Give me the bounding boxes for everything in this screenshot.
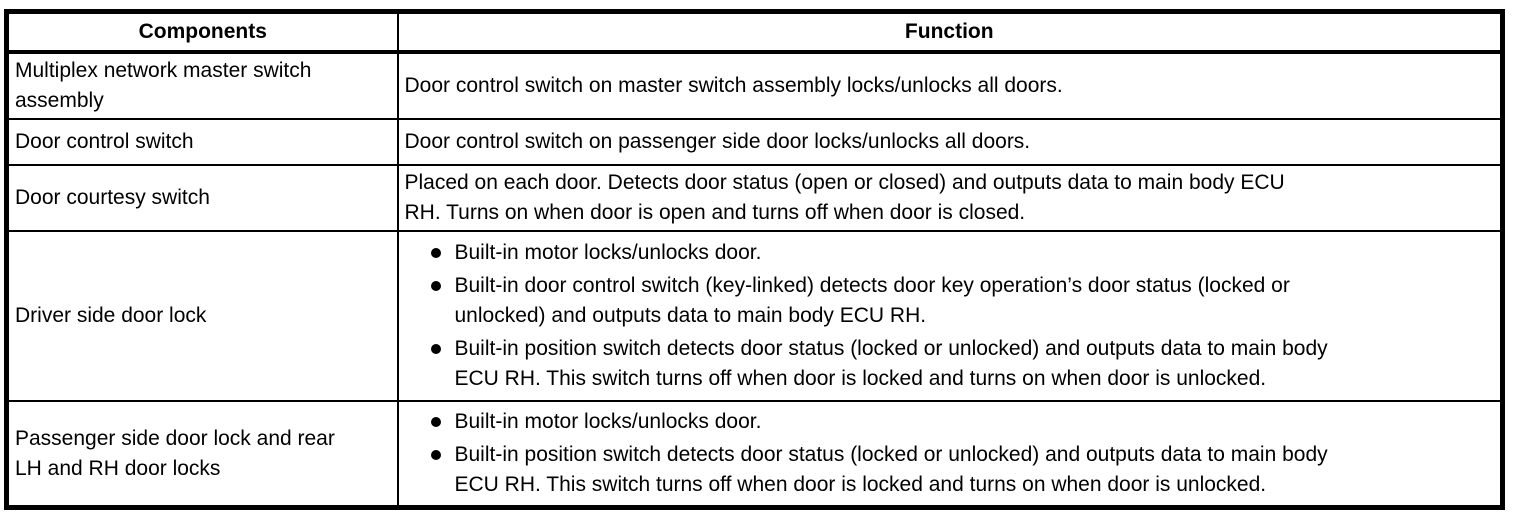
bullet-icon: [430, 281, 441, 291]
bullet-item: Built-in position switch detects door st…: [405, 440, 1495, 500]
component-cell: Door control switch: [5, 118, 399, 166]
bullet-text: Built-in position switch detects door st…: [454, 337, 1328, 390]
function-column-header: Function: [396, 10, 1504, 54]
bullet-icon: [430, 417, 441, 427]
bullet-icon: [430, 344, 441, 354]
component-cell: Passenger side door lock and rear LH and…: [5, 400, 399, 509]
bullet-text: Built-in motor locks/unlocks door.: [454, 410, 762, 433]
function-cell: Placed on each door. Detects door status…: [396, 164, 1504, 232]
bullet-item: Built-in motor locks/unlocks door.: [405, 407, 1495, 437]
table-row: Door courtesy switch Placed on each door…: [5, 164, 1504, 232]
function-cell: Door control switch on passenger side do…: [396, 118, 1504, 166]
component-cell: Driver side door lock: [5, 230, 399, 402]
table-row: Door control switch Door control switch …: [5, 118, 1504, 166]
component-cell: Door courtesy switch: [5, 164, 399, 232]
bullet-text: Built-in motor locks/unlocks door.: [454, 241, 762, 264]
components-function-table: Components Function Multiplex network ma…: [4, 9, 1505, 510]
table-row: Multiplex network master switch assembly…: [5, 51, 1504, 120]
function-bullet-list: Built-in motor locks/unlocks door. Built…: [405, 238, 1495, 394]
bullet-icon: [430, 248, 441, 258]
table-row: Passenger side door lock and rear LH and…: [5, 400, 1504, 509]
component-cell: Multiplex network master switch assembly: [5, 51, 399, 120]
table-row: Driver side door lock Built-in motor loc…: [5, 230, 1504, 402]
bullet-item: Built-in door control switch (key-linked…: [405, 271, 1495, 331]
function-cell: Built-in motor locks/unlocks door. Built…: [396, 400, 1504, 509]
bullet-text: Built-in door control switch (key-linked…: [454, 274, 1290, 327]
components-column-header: Components: [5, 10, 399, 54]
table-header-row: Components Function: [5, 10, 1504, 54]
bullet-item: Built-in motor locks/unlocks door.: [405, 238, 1495, 268]
function-cell: Door control switch on master switch ass…: [396, 51, 1504, 120]
function-bullet-list: Built-in motor locks/unlocks door. Built…: [405, 407, 1495, 500]
function-cell: Built-in motor locks/unlocks door. Built…: [396, 230, 1504, 402]
bullet-text: Built-in position switch detects door st…: [454, 443, 1328, 496]
bullet-item: Built-in position switch detects door st…: [405, 334, 1495, 394]
bullet-icon: [430, 450, 441, 460]
